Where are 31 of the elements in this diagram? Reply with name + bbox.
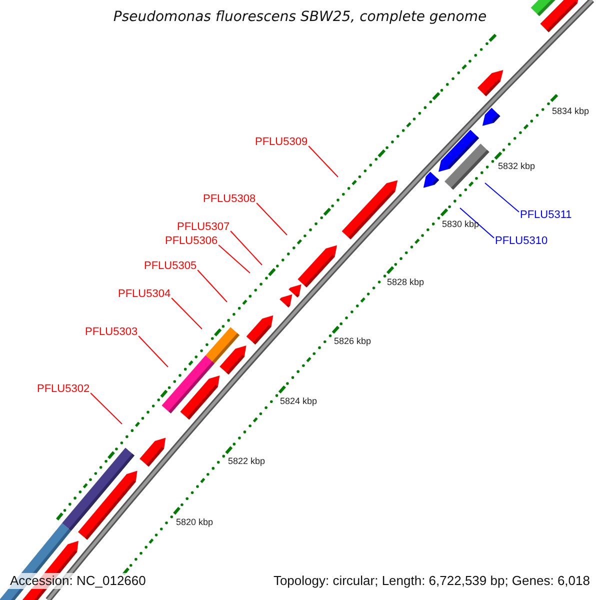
scale-label: 5832 kbp: [498, 161, 536, 172]
scale-label: 5824 kbp: [280, 396, 318, 407]
gene-label: PFLU5309: [255, 136, 308, 149]
scale-label: 5820 kbp: [176, 517, 214, 528]
leader-line: [256, 202, 288, 236]
leader-line: [138, 336, 168, 368]
leader-line: [460, 208, 494, 238]
gene-label: PFLU5303: [85, 326, 138, 339]
leader-line: [230, 230, 262, 266]
gene-label: PFLU5308: [203, 193, 256, 206]
gene-label: PFLU5302: [37, 383, 90, 396]
scale-label: 5830 kbp: [442, 219, 480, 230]
scale-label: 5822 kbp: [228, 456, 266, 467]
gene-label: PFLU5311: [520, 209, 572, 222]
scale-label: 5828 kbp: [387, 277, 424, 288]
leader-line: [218, 244, 250, 274]
gene-label: PFLU5310: [495, 235, 548, 248]
leader-line: [90, 392, 122, 424]
gene-label: PFLU5304: [118, 288, 171, 301]
accession-text: Accession: NC_012660: [8, 573, 148, 589]
title: Pseudomonas fluorescens SBW25, complete genome: [112, 9, 488, 25]
gene-label: PFLU5306: [165, 235, 218, 248]
scale-label: 5834 kbp: [552, 106, 590, 117]
genome-summary: Topology: circular; Length: 6,722,539 bp; Genes: 6,018: [271, 573, 592, 589]
gene-label: PFLU5307: [177, 221, 230, 234]
leader-line: [171, 298, 202, 330]
leader-line: [484, 182, 520, 212]
leader-line: [197, 270, 228, 302]
scale-label: 5826 kbp: [334, 336, 372, 347]
leader-line: [308, 146, 338, 178]
gene-label: PFLU5305: [144, 260, 197, 273]
